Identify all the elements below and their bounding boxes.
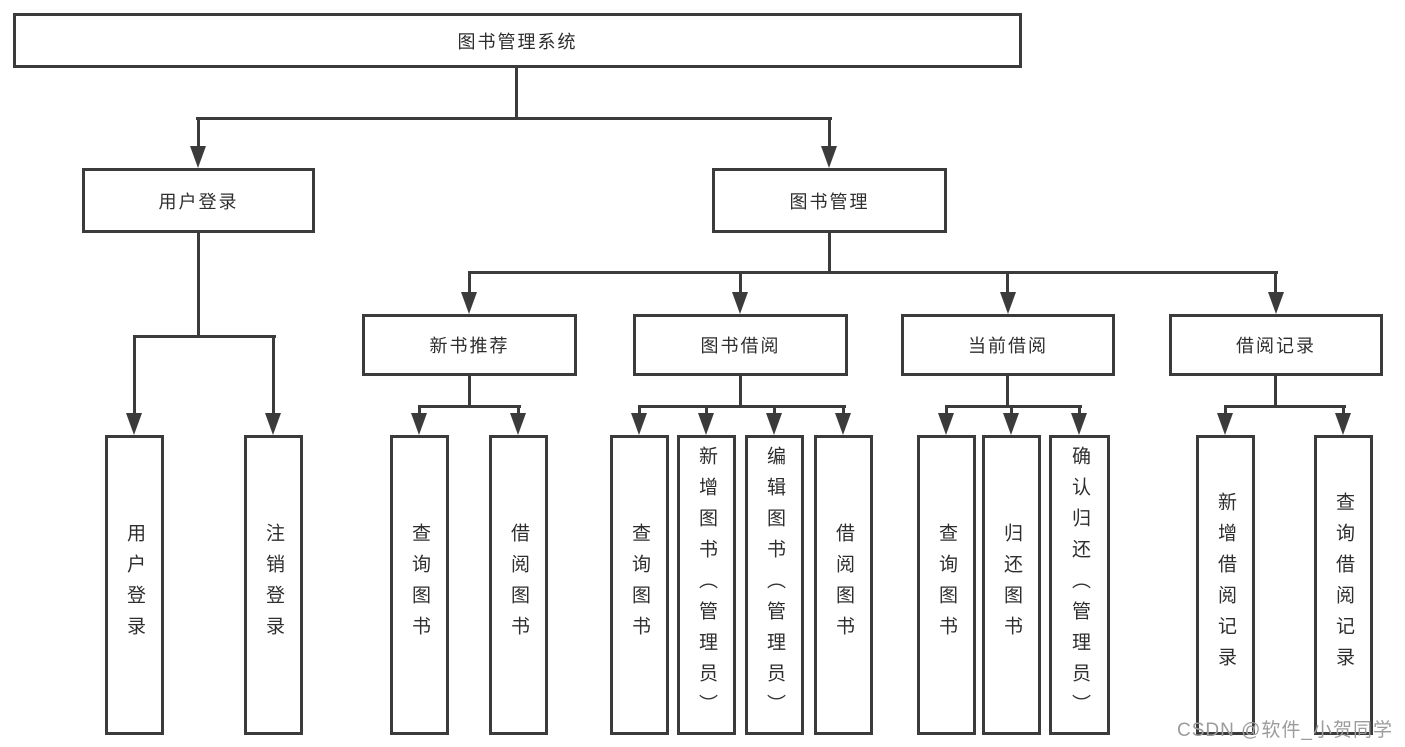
connector-line bbox=[638, 405, 846, 408]
node-add-borrow-record: 新增借阅记录 bbox=[1196, 435, 1255, 735]
node-label: 图书借阅 bbox=[700, 336, 781, 356]
node-label: 图书管理 bbox=[789, 191, 870, 212]
connector-line bbox=[1224, 405, 1227, 417]
arrow-down-icon bbox=[1000, 292, 1016, 314]
arrow-down-icon bbox=[1335, 413, 1351, 435]
node-label: 归还图书 bbox=[1001, 523, 1022, 647]
arrow-down-icon bbox=[938, 413, 954, 435]
node-user-login: 用户登录 bbox=[82, 168, 315, 233]
node-label: 当前借阅 bbox=[968, 336, 1048, 356]
node-user-login-leaf: 用户登录 bbox=[105, 435, 164, 735]
connector-line bbox=[133, 335, 276, 338]
connector-line bbox=[945, 405, 1082, 408]
node-borrowing-records: 借阅记录 bbox=[1169, 314, 1383, 376]
connector-line bbox=[739, 271, 742, 295]
node-borrow-books-recommend: 借阅图书 bbox=[489, 435, 548, 735]
connector-line bbox=[468, 271, 471, 295]
node-label: 查询图书 bbox=[409, 523, 430, 647]
connector-line bbox=[945, 405, 948, 417]
node-query-books-current: 查询图书 bbox=[917, 435, 976, 735]
node-query-books-borrowing: 查询图书 bbox=[610, 435, 669, 735]
arrow-down-icon bbox=[510, 413, 526, 435]
connector-line bbox=[842, 405, 845, 417]
connector-line bbox=[197, 233, 200, 337]
arrow-down-icon bbox=[265, 413, 281, 435]
node-label: 借阅图书 bbox=[508, 523, 529, 647]
connector-line bbox=[773, 405, 776, 417]
connector-line bbox=[638, 405, 641, 417]
arrow-down-icon bbox=[1268, 292, 1284, 314]
node-query-borrow-record: 查询借阅记录 bbox=[1314, 435, 1373, 735]
node-label: 确认归还（管理员） bbox=[1069, 445, 1090, 725]
arrow-down-icon bbox=[1003, 413, 1019, 435]
connector-line bbox=[197, 117, 200, 148]
node-logout: 注销登录 bbox=[244, 435, 303, 735]
node-return-books: 归还图书 bbox=[982, 435, 1041, 735]
arrow-down-icon bbox=[1217, 413, 1233, 435]
connector-line bbox=[1274, 376, 1277, 408]
node-add-books-admin: 新增图书（管理员） bbox=[677, 435, 736, 735]
node-label: 新书推荐 bbox=[429, 336, 510, 356]
node-label: 借阅图书 bbox=[833, 523, 854, 647]
node-label: 借阅记录 bbox=[1236, 336, 1316, 356]
arrow-down-icon bbox=[411, 413, 427, 435]
node-label: 用户登录 bbox=[158, 191, 239, 212]
connector-line bbox=[468, 271, 1278, 274]
node-library-management-system: 图书管理系统 bbox=[13, 13, 1022, 68]
node-confirm-return-admin: 确认归还（管理员） bbox=[1049, 435, 1110, 735]
node-current-borrowing: 当前借阅 bbox=[901, 314, 1115, 376]
connector-line bbox=[468, 376, 471, 408]
node-label: 新增借阅记录 bbox=[1215, 492, 1236, 678]
node-book-borrowing: 图书借阅 bbox=[633, 314, 848, 376]
node-edit-books-admin: 编辑图书（管理员） bbox=[745, 435, 804, 735]
node-label: 用户登录 bbox=[124, 523, 145, 647]
node-borrow-books: 借阅图书 bbox=[814, 435, 873, 735]
node-label: 注销登录 bbox=[263, 523, 284, 647]
node-label: 查询图书 bbox=[629, 523, 650, 647]
connector-line bbox=[133, 335, 136, 417]
csdn-watermark: CSDN @软件_小贺同学 bbox=[1177, 720, 1393, 741]
connector-line bbox=[1078, 405, 1081, 417]
connector-line bbox=[1274, 271, 1277, 295]
connector-line bbox=[1010, 405, 1013, 417]
arrow-down-icon bbox=[698, 413, 714, 435]
connector-line bbox=[828, 117, 831, 148]
arrow-down-icon bbox=[732, 292, 748, 314]
node-query-books-recommend: 查询图书 bbox=[390, 435, 449, 735]
connector-line bbox=[418, 405, 521, 408]
node-label: 查询图书 bbox=[936, 523, 957, 647]
connector-line bbox=[828, 233, 831, 274]
connector-line bbox=[705, 405, 708, 417]
connector-line bbox=[1224, 405, 1346, 408]
connector-line bbox=[739, 376, 742, 408]
arrow-down-icon bbox=[461, 292, 477, 314]
node-label: 编辑图书（管理员） bbox=[764, 445, 785, 725]
arrow-down-icon bbox=[126, 413, 142, 435]
arrow-down-icon bbox=[821, 146, 837, 168]
connector-line bbox=[1342, 405, 1345, 417]
arrow-down-icon bbox=[835, 413, 851, 435]
node-label: 图书管理系统 bbox=[457, 31, 578, 52]
connector-line bbox=[515, 68, 518, 120]
connector-line bbox=[418, 405, 421, 417]
arrow-down-icon bbox=[766, 413, 782, 435]
node-book-management: 图书管理 bbox=[712, 168, 947, 233]
connector-line bbox=[1006, 271, 1009, 295]
arrow-down-icon bbox=[631, 413, 647, 435]
connector-line bbox=[517, 405, 520, 417]
node-label: 新增图书（管理员） bbox=[696, 445, 717, 725]
node-new-book-recommendation: 新书推荐 bbox=[362, 314, 577, 376]
connector-line bbox=[272, 335, 275, 417]
arrow-down-icon bbox=[1071, 413, 1087, 435]
connector-line bbox=[1006, 376, 1009, 408]
arrow-down-icon bbox=[190, 146, 206, 168]
connector-line bbox=[196, 117, 832, 120]
node-label: 查询借阅记录 bbox=[1333, 492, 1354, 678]
